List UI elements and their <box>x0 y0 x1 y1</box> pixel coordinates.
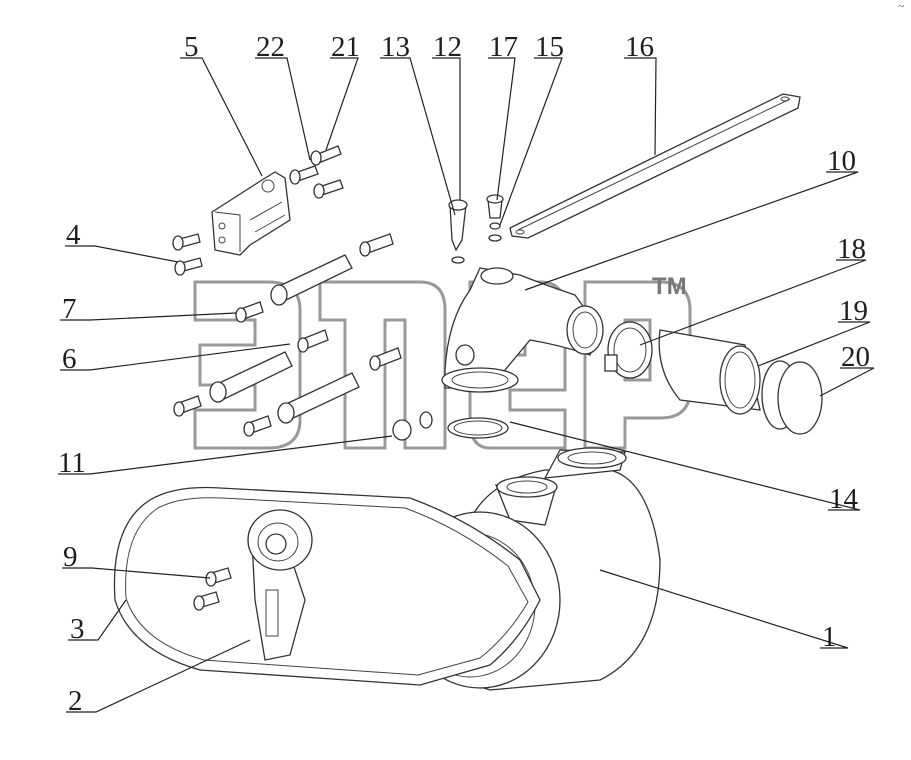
label-21: 21 <box>331 31 360 63</box>
corner-mark: ~ <box>898 0 905 13</box>
label-16: 16 <box>625 31 654 63</box>
label-5: 5 <box>184 31 199 63</box>
plug-part-11 <box>392 411 433 441</box>
belt-part-3 <box>113 486 541 686</box>
label-7: 7 <box>62 293 77 325</box>
cap-part-20 <box>761 360 823 435</box>
label-1: 1 <box>822 621 837 653</box>
label-15: 15 <box>535 31 564 63</box>
label-2: 2 <box>68 685 83 717</box>
part-number-labels: 5 22 21 13 12 17 15 16 10 18 19 20 4 7 6… <box>58 0 905 717</box>
label-17: 17 <box>489 31 518 63</box>
label-18: 18 <box>837 233 866 265</box>
bolts-part-9 <box>193 567 232 611</box>
label-12: 12 <box>433 31 462 63</box>
tensioner-part-2 <box>247 509 313 661</box>
label-19: 19 <box>839 295 868 327</box>
bolts-part-4 <box>172 233 203 276</box>
strap-part-16 <box>509 93 801 239</box>
spacers-part-6-7 <box>173 233 402 437</box>
label-14: 14 <box>829 483 859 515</box>
label-4: 4 <box>66 219 81 251</box>
filter-part-19 <box>658 329 761 415</box>
label-9: 9 <box>63 541 78 573</box>
bracket-part-5 <box>211 171 291 256</box>
trademark-text: TM <box>652 273 687 300</box>
label-6: 6 <box>62 343 77 375</box>
fittings-part-12-13-15-17 <box>448 194 504 264</box>
clamp-part-18 <box>604 321 653 379</box>
label-20: 20 <box>841 341 870 373</box>
label-11: 11 <box>58 447 86 479</box>
leader-lines <box>58 57 875 713</box>
label-3: 3 <box>70 613 85 645</box>
label-22: 22 <box>256 31 285 63</box>
bolts-part-21-22 <box>289 145 344 199</box>
label-10: 10 <box>827 145 856 177</box>
elbow-pipe-part-10 <box>441 267 604 393</box>
label-13: 13 <box>381 31 410 63</box>
